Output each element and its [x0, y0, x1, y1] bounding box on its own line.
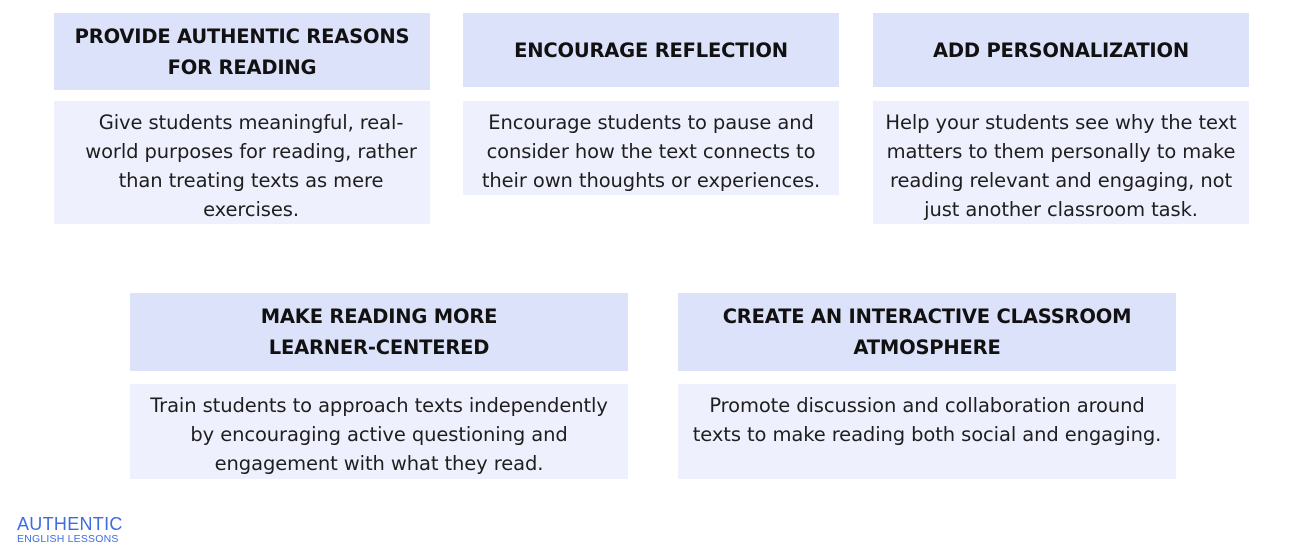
card-description: Train students to approach texts indepen…	[130, 384, 628, 479]
card-title: ENCOURAGE REFLECTION	[463, 13, 839, 87]
brand-tagline: ENGLISH LESSONS	[17, 533, 119, 545]
card-description: Promote discussion and collaboration aro…	[678, 384, 1176, 479]
card-learner-centered: MAKE READING MORE LEARNER-CENTERED Train…	[130, 293, 628, 479]
card-title: ADD PERSONALIZATION	[873, 13, 1249, 87]
card-description: Encourage students to pause and consider…	[463, 101, 839, 195]
card-description: Give students meaningful, real-world pur…	[54, 101, 430, 224]
card-description: Help your students see why the text matt…	[873, 101, 1249, 224]
card-title: CREATE AN INTERACTIVE CLASSROOM ATMOSPHE…	[678, 293, 1176, 371]
brand-logo: AUTHENTIC ENGLISH LESSONS	[17, 515, 123, 545]
brand-name: AUTHENTIC	[17, 514, 123, 534]
card-add-personalization: ADD PERSONALIZATION Help your students s…	[873, 13, 1249, 224]
card-encourage-reflection: ENCOURAGE REFLECTION Encourage students …	[463, 13, 839, 195]
card-interactive-classroom: CREATE AN INTERACTIVE CLASSROOM ATMOSPHE…	[678, 293, 1176, 479]
card-title: MAKE READING MORE LEARNER-CENTERED	[130, 293, 628, 371]
card-title: PROVIDE AUTHENTIC REASONS FOR READING	[54, 13, 430, 90]
card-authentic-reasons: PROVIDE AUTHENTIC REASONS FOR READING Gi…	[54, 13, 430, 224]
